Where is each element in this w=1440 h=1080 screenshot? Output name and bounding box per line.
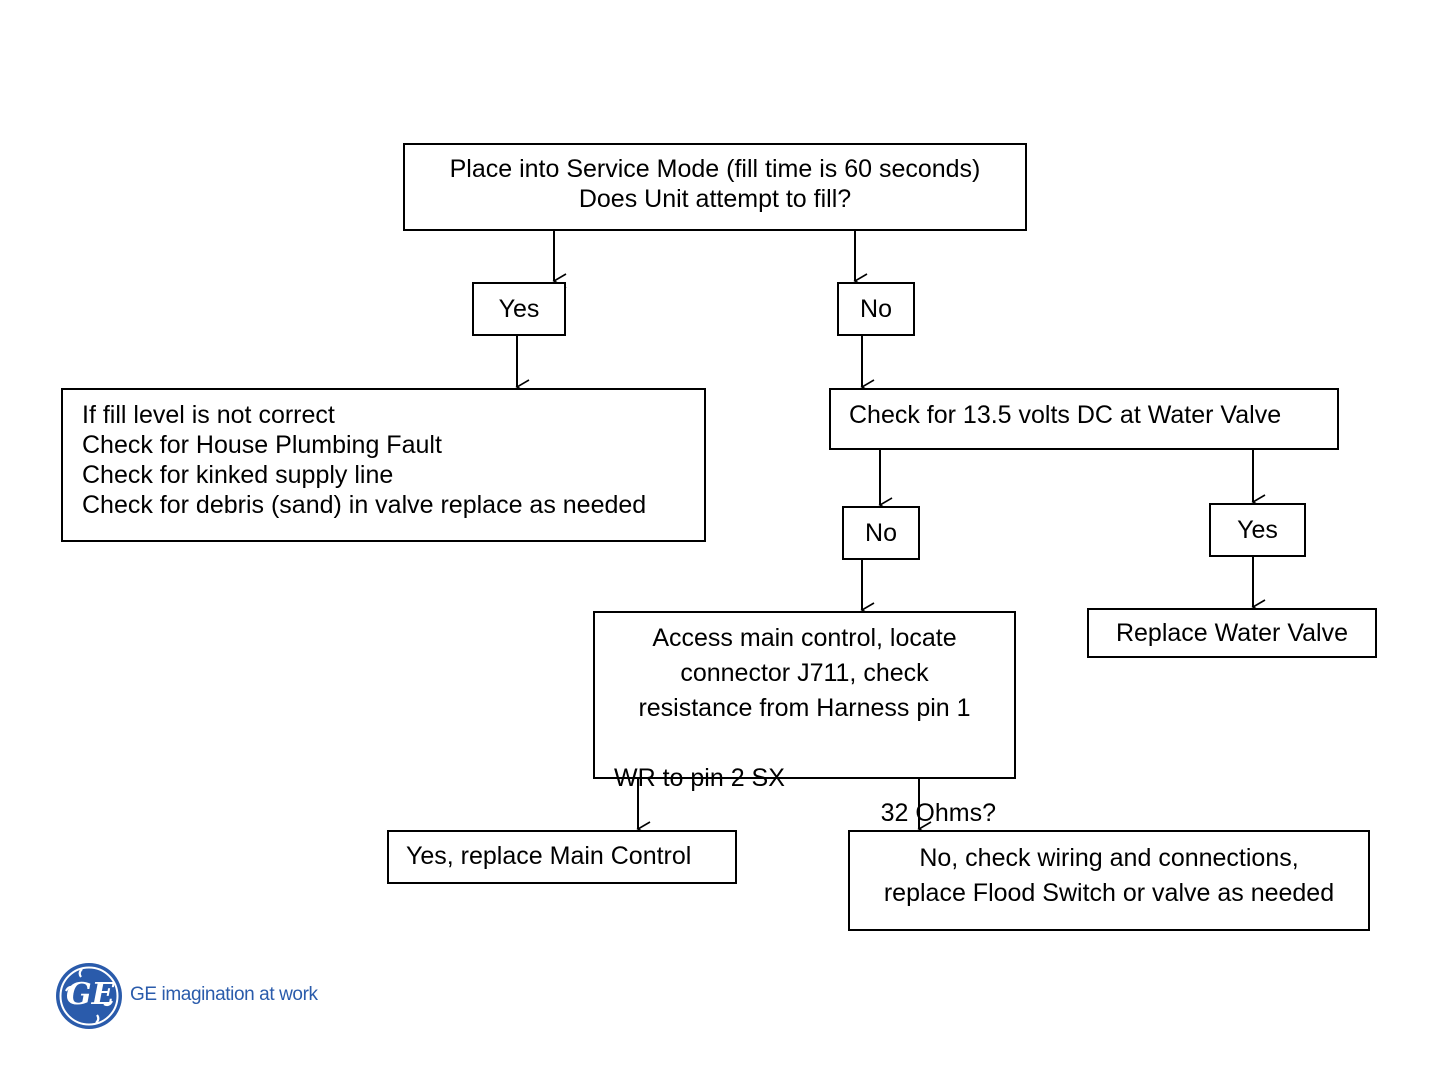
start-node-line-2: Does Unit attempt to fill? <box>578 185 852 213</box>
access-line-3: resistance from Harness pin 1 <box>638 694 971 722</box>
access-line-1: Access main control, locate <box>652 624 957 652</box>
replace-water-valve-node: Replace Water Valve <box>1087 608 1377 658</box>
replace-main-control-label: Yes, replace Main Control <box>406 842 692 870</box>
decision-yes-voltage-label: Yes <box>1237 516 1278 544</box>
check-wiring-line-2: replace Flood Switch or valve as needed <box>883 879 1335 907</box>
access-line-4: WR to pin 2 SX 32 Ohms? <box>595 726 1014 901</box>
access-line-4-right: 32 Ohms? <box>880 799 996 827</box>
access-main-control-node: Access main control, locate connector J7… <box>593 611 1016 827</box>
decision-yes-fill: Yes <box>472 282 566 336</box>
access-line-2: connector J711, check <box>680 659 929 687</box>
ge-logo-monogram: GE <box>66 977 115 1012</box>
ge-monogram-icon <box>56 963 122 1029</box>
access-line-4-left: WR to pin 2 SX <box>614 764 785 792</box>
voltage-check-node: Check for 13.5 volts DC at Water Valve <box>829 388 1339 450</box>
fill-level-line-2: Check for House Plumbing Fault <box>82 431 442 459</box>
decision-yes-voltage: Yes <box>1209 503 1306 557</box>
decision-no-voltage-label: No <box>865 519 897 547</box>
ge-logo-tagline: GE imagination at work <box>130 984 318 1005</box>
replace-water-valve-label: Replace Water Valve <box>1115 619 1349 647</box>
decision-yes-fill-label: Yes <box>498 295 540 323</box>
fill-level-checks-node: If fill level is not correct Check for H… <box>61 388 706 542</box>
fill-level-line-1: If fill level is not correct <box>82 401 335 429</box>
start-node-line-1: Place into Service Mode (fill time is 60… <box>449 155 981 183</box>
voltage-check-label: Check for 13.5 volts DC at Water Valve <box>849 401 1282 429</box>
ge-logo: GE <box>54 961 354 1033</box>
check-wiring-line-1: No, check wiring and connections, <box>919 844 1299 872</box>
decision-no-fill: No <box>837 282 915 336</box>
decision-no-voltage: No <box>842 506 920 560</box>
start-node-service-mode: Place into Service Mode (fill time is 60… <box>403 143 1027 231</box>
check-wiring-node: No, check wiring and connections, replac… <box>848 830 1370 931</box>
fill-level-line-4: Check for debris (sand) in valve replace… <box>82 491 647 519</box>
decision-no-fill-label: No <box>860 295 892 323</box>
fill-level-line-3: Check for kinked supply line <box>82 461 394 489</box>
replace-main-control-node: Yes, replace Main Control <box>387 830 737 884</box>
